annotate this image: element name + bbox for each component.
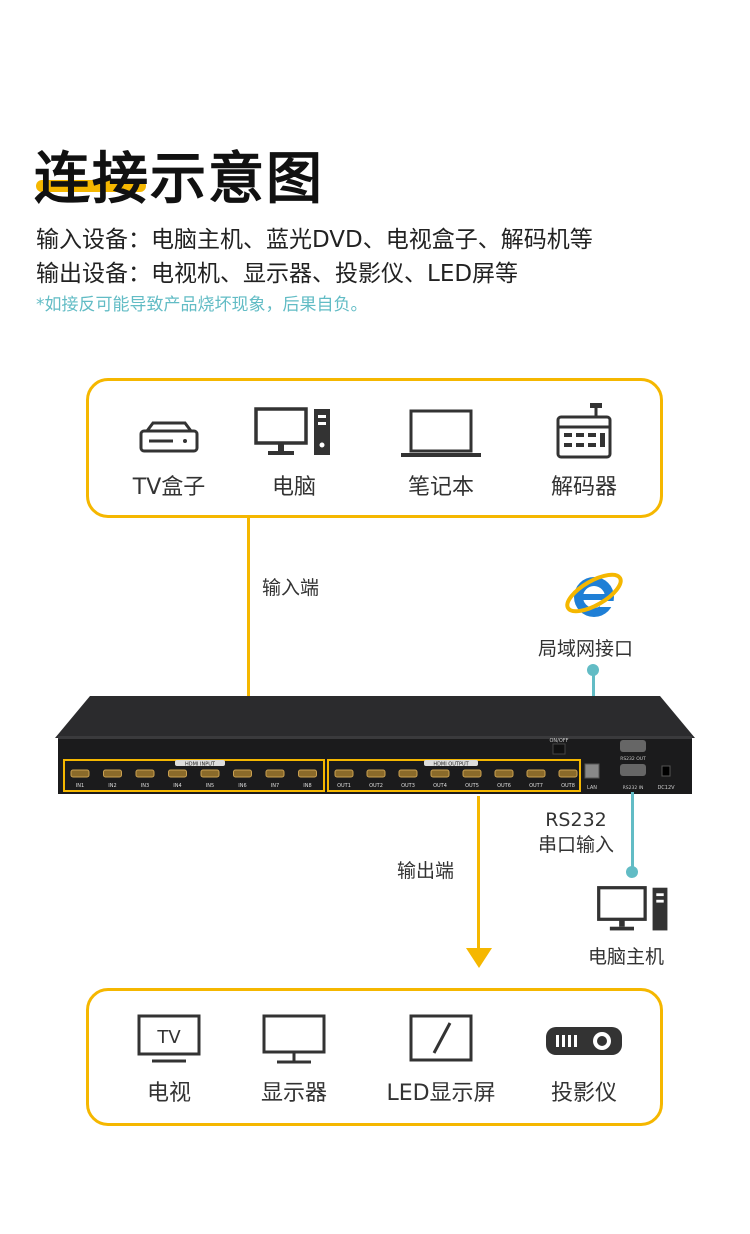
desktop-computer-icon	[254, 407, 330, 455]
input-device-label: 解码器	[550, 475, 617, 500]
hdmi-output-label: HDMI OUTPUT	[433, 762, 469, 768]
input-device-computer: 电脑	[234, 405, 354, 501]
input-devices-text: 输入设备：电脑主机、蓝光DVD、电视盒子、解码机等	[36, 227, 593, 253]
tv-icon: TV	[137, 1014, 201, 1063]
hdmi-port-label: OUT8	[561, 783, 575, 789]
hdmi-port	[494, 769, 514, 778]
rs232-connector-line	[631, 792, 634, 870]
hdmi-port-label: IN7	[271, 783, 279, 789]
rs232-out-label: RS232 OUT	[620, 756, 646, 762]
hdmi-port	[526, 769, 546, 778]
hdmi-port-label: OUT3	[401, 783, 415, 789]
hdmi-port	[334, 769, 354, 778]
hdmi-port	[233, 769, 252, 778]
pc-host-icon	[597, 886, 668, 931]
input-connector-line	[247, 517, 250, 717]
led-screen-icon	[409, 1014, 473, 1062]
hdmi-port-label: IN8	[303, 783, 311, 789]
lan-port	[584, 763, 600, 779]
rs232-label: RS232 串口输入	[533, 808, 619, 858]
laptop-icon	[401, 409, 481, 457]
hdmi-port	[298, 769, 317, 778]
dc-label: DC12V	[657, 785, 675, 791]
tv-icon-text: TV	[156, 1027, 181, 1048]
input-device-label: 笔记本	[407, 475, 474, 500]
hdmi-port	[462, 769, 482, 778]
output-end-label: 输出端	[397, 860, 455, 882]
output-devices-text: 输出设备：电视机、显示器、投影仪、LED屏等	[36, 261, 519, 287]
output-device-led-screen: LED显示屏	[381, 1013, 501, 1107]
page-title: 连接示意图	[34, 147, 324, 212]
warning-text: *如接反可能导致产品烧坏现象，后果自负。	[36, 295, 368, 315]
hdmi-port-label: OUT5	[465, 783, 479, 789]
hdmi-port	[265, 769, 285, 778]
lan-port-label: 局域网接口	[538, 638, 634, 660]
hdmi-port-label: IN1	[76, 783, 84, 789]
output-device-monitor: 显示器	[234, 1013, 354, 1107]
internet-explorer-icon	[565, 572, 623, 617]
hdmi-port	[168, 769, 187, 778]
hdmi-port-label: OUT4	[433, 783, 447, 789]
hdmi-matrix-device: HDMI INPUT HDMI OUTPUT IN1 IN2 IN3 IN4 IN5 IN…	[55, 696, 695, 794]
output-device-projector: 投影仪	[524, 1013, 644, 1107]
input-device-decoder: 解码器	[524, 403, 644, 501]
on-off-label: ON/OFF	[549, 738, 568, 744]
output-device-tv: TV 电视	[109, 1013, 229, 1107]
hdmi-port-label: IN3	[141, 783, 149, 789]
input-end-label: 输入端	[262, 577, 320, 599]
hdmi-port	[200, 769, 220, 778]
input-device-label: TV盒子	[132, 475, 206, 500]
hdmi-port-label: OUT1	[337, 783, 351, 789]
title-underline	[36, 180, 146, 192]
output-devices-box: TV 电视 显示器 LED显示屏 投影仪	[86, 988, 663, 1126]
tv-box-icon	[139, 421, 199, 453]
monitor-icon	[262, 1014, 326, 1064]
output-arrow-icon	[466, 948, 492, 968]
hdmi-port	[430, 769, 450, 778]
decoder-icon	[556, 403, 612, 459]
rs232-dot	[626, 866, 638, 878]
hdmi-port	[135, 769, 155, 778]
pc-host-label: 电脑主机	[588, 946, 665, 968]
input-device-tv-box: TV盒子	[109, 411, 229, 501]
input-devices-box: TV盒子 电脑 笔记本 解码器	[86, 378, 663, 518]
hdmi-port-label: OUT6	[497, 783, 511, 789]
output-device-label: LED显示屏	[386, 1081, 496, 1106]
hdmi-port-label: IN5	[206, 783, 214, 789]
hdmi-port	[103, 769, 122, 778]
output-device-label: 电视	[146, 1081, 191, 1106]
hdmi-port	[366, 769, 386, 778]
output-device-label: 投影仪	[550, 1081, 617, 1106]
projector-icon	[546, 1027, 622, 1055]
hdmi-port-label: IN2	[108, 783, 116, 789]
lan-label: LAN	[587, 785, 597, 791]
rs232-label-line2: 串口输入	[537, 834, 614, 856]
hdmi-port	[558, 769, 578, 778]
rs232-in-label: RS232 IN	[623, 785, 644, 791]
output-connector-line	[477, 796, 480, 950]
hdmi-port	[70, 769, 90, 778]
hdmi-port	[398, 769, 418, 778]
hdmi-port-label: OUT7	[529, 783, 543, 789]
hdmi-port-label: IN4	[173, 783, 181, 789]
rs232-label-line1: RS232	[545, 809, 607, 831]
output-device-label: 显示器	[260, 1081, 327, 1106]
hdmi-input-label: HDMI INPUT	[185, 762, 216, 768]
hdmi-input-badge	[175, 760, 225, 766]
input-device-laptop: 笔记本	[381, 407, 501, 501]
hdmi-port-label: OUT2	[369, 783, 383, 789]
input-device-label: 电脑	[271, 475, 316, 500]
hdmi-port-label: IN6	[238, 783, 246, 789]
